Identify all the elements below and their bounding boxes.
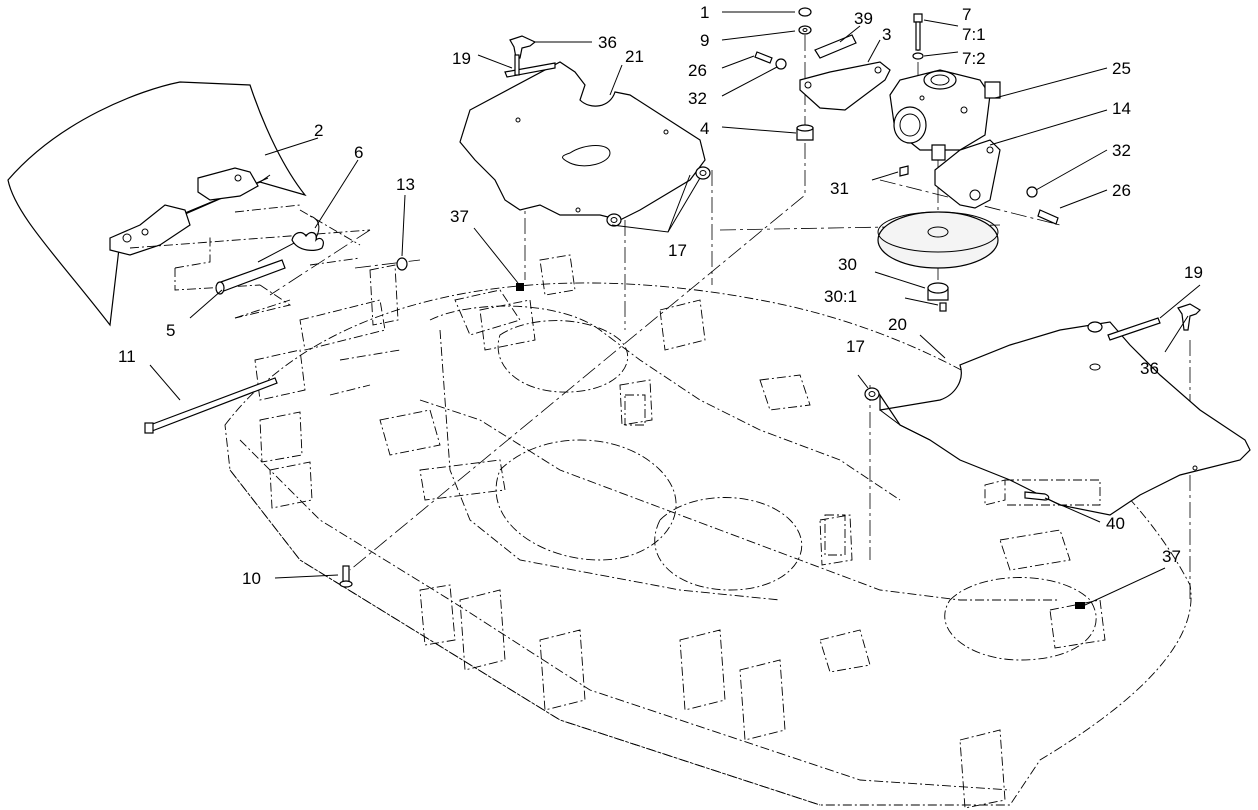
leader-lines (149, 11, 1201, 606)
carriage-bolt (339, 565, 353, 588)
callout-32-right: 32 (1112, 141, 1131, 160)
callout-31: 31 (830, 179, 849, 198)
callout-37-right: 37 (1162, 547, 1181, 566)
callout-32: 32 (688, 89, 707, 108)
callout-5: 5 (166, 321, 175, 340)
callout-19-left: 19 (452, 49, 471, 68)
callout-1: 1 (700, 3, 709, 22)
callout-7-1: 7:1 (962, 25, 986, 44)
callout-10: 10 (242, 569, 261, 588)
callout-26-right: 26 (1112, 181, 1131, 200)
callout-2: 2 (314, 121, 323, 140)
belt-cover-left (459, 35, 711, 227)
discharge-chute-assembly (7, 81, 371, 327)
callout-labels: 1 9 26 32 4 39 3 7 7:1 7:2 25 14 32 31 2… (118, 3, 1203, 588)
callout-25: 25 (1112, 59, 1131, 78)
lock-nut (396, 257, 408, 271)
callout-13: 13 (396, 175, 415, 194)
callout-40: 40 (1106, 514, 1125, 533)
callout-39: 39 (854, 9, 873, 28)
callout-4: 4 (700, 119, 709, 138)
callout-20: 20 (888, 315, 907, 334)
callout-7-2: 7:2 (962, 49, 986, 68)
callout-11: 11 (118, 347, 136, 366)
callout-17-left: 17 (668, 241, 687, 260)
callout-30-1: 30:1 (824, 287, 857, 306)
callout-6: 6 (354, 143, 363, 162)
callout-36-right: 36 (1140, 359, 1159, 378)
decal-37-right (1075, 602, 1085, 609)
callout-9: 9 (700, 31, 709, 50)
callout-26: 26 (688, 61, 707, 80)
callout-19-right: 19 (1184, 263, 1203, 282)
callout-3: 3 (882, 25, 891, 44)
callout-14: 14 (1112, 99, 1131, 118)
gearbox (877, 13, 1059, 312)
callout-21: 21 (625, 47, 644, 66)
hinge-rod (144, 377, 278, 434)
callout-17-right: 17 (846, 337, 865, 356)
callout-30: 30 (838, 255, 857, 274)
decal-37-left (516, 283, 524, 291)
callout-37-left: 37 (450, 207, 469, 226)
idler-hardware (754, 7, 891, 141)
callout-36-left: 36 (598, 33, 617, 52)
callout-7: 7 (962, 5, 971, 24)
